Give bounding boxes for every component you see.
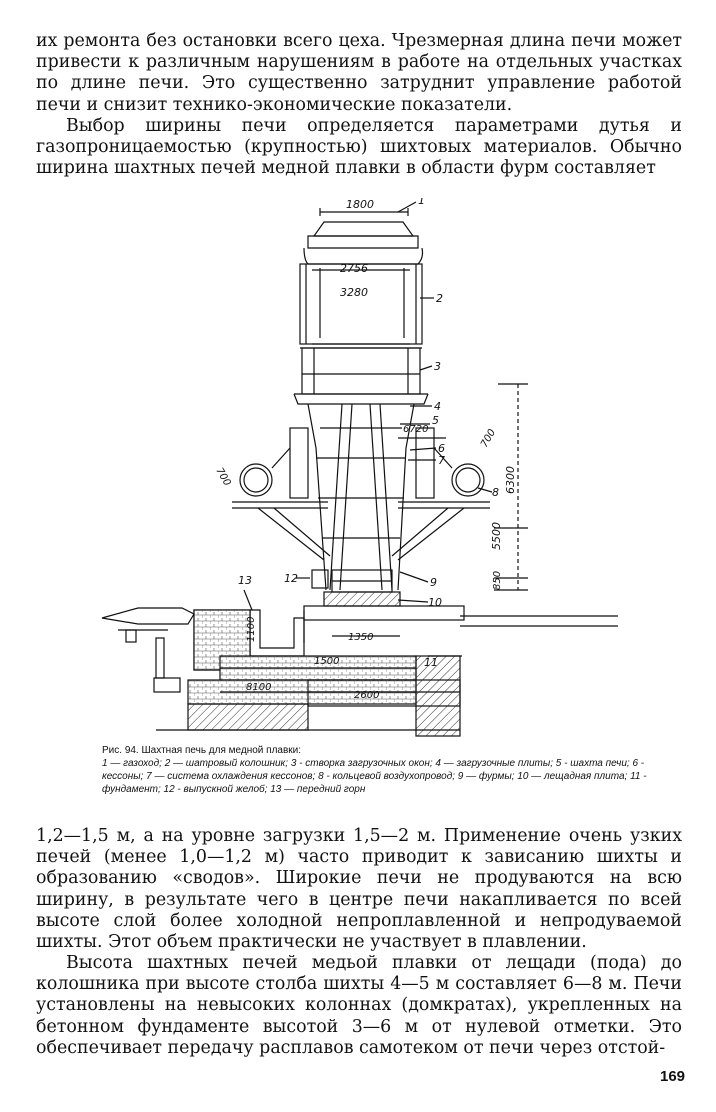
callout-11: 11 xyxy=(424,656,438,669)
callout-2: 2 xyxy=(436,292,443,305)
dim-2600: 2600 xyxy=(354,690,379,701)
caption-title: Рис. 94. Шахтная печь для медной плавки: xyxy=(102,745,302,756)
dim-3280: 3280 xyxy=(340,286,368,299)
paragraph-width-selection: Выбор ширины печи определяется параметра… xyxy=(36,116,682,179)
callout-1: 1 xyxy=(418,198,425,207)
dim-2756: 2756 xyxy=(340,262,368,275)
callout-10: 10 xyxy=(428,596,442,609)
paragraph-width-values: 1,2—1,5 м, а на уровне загрузки 1,5—2 м.… xyxy=(36,826,682,953)
dim-1500: 1500 xyxy=(314,656,339,667)
callout-8: 8 xyxy=(492,486,499,499)
dim-850: 850 xyxy=(492,571,503,590)
callout-4: 4 xyxy=(434,400,441,413)
paragraph-continuation: их ремонта без остановки всего цеха. Чре… xyxy=(36,31,682,115)
furnace-drawing-svg: 1800 2756 3280 6720 700 700 6300 5500 85… xyxy=(101,198,618,737)
callout-5: 5 xyxy=(432,414,439,427)
callout-6: 6 xyxy=(438,442,445,455)
dim-5500: 5500 xyxy=(490,522,503,550)
page-number: 169 xyxy=(660,1068,686,1085)
figure-caption: Рис. 94. Шахтная печь для медной плавки:… xyxy=(102,744,680,796)
paragraph-height: Высота шахтных печей медьой плавки от ле… xyxy=(36,953,682,1058)
callout-12: 12 xyxy=(284,572,298,585)
dim-6720: 6720 xyxy=(403,424,428,435)
dim-6300: 6300 xyxy=(504,466,517,494)
callout-9: 9 xyxy=(430,576,437,589)
callout-3: 3 xyxy=(434,360,441,373)
dim-1100: 1100 xyxy=(246,617,257,642)
callout-13: 13 xyxy=(238,574,252,587)
dim-8100: 8100 xyxy=(246,682,271,693)
furnace-drawing: 1800 2756 3280 6720 700 700 6300 5500 85… xyxy=(98,198,678,738)
dim-1350: 1350 xyxy=(348,632,373,643)
dim-700-right: 700 xyxy=(479,427,498,449)
dim-700-left: 700 xyxy=(213,466,232,488)
callout-7: 7 xyxy=(438,454,445,467)
caption-legend: 1 — газоход; 2 — шатровый колошник; 3 - … xyxy=(102,758,647,795)
dim-1800: 1800 xyxy=(346,198,374,211)
